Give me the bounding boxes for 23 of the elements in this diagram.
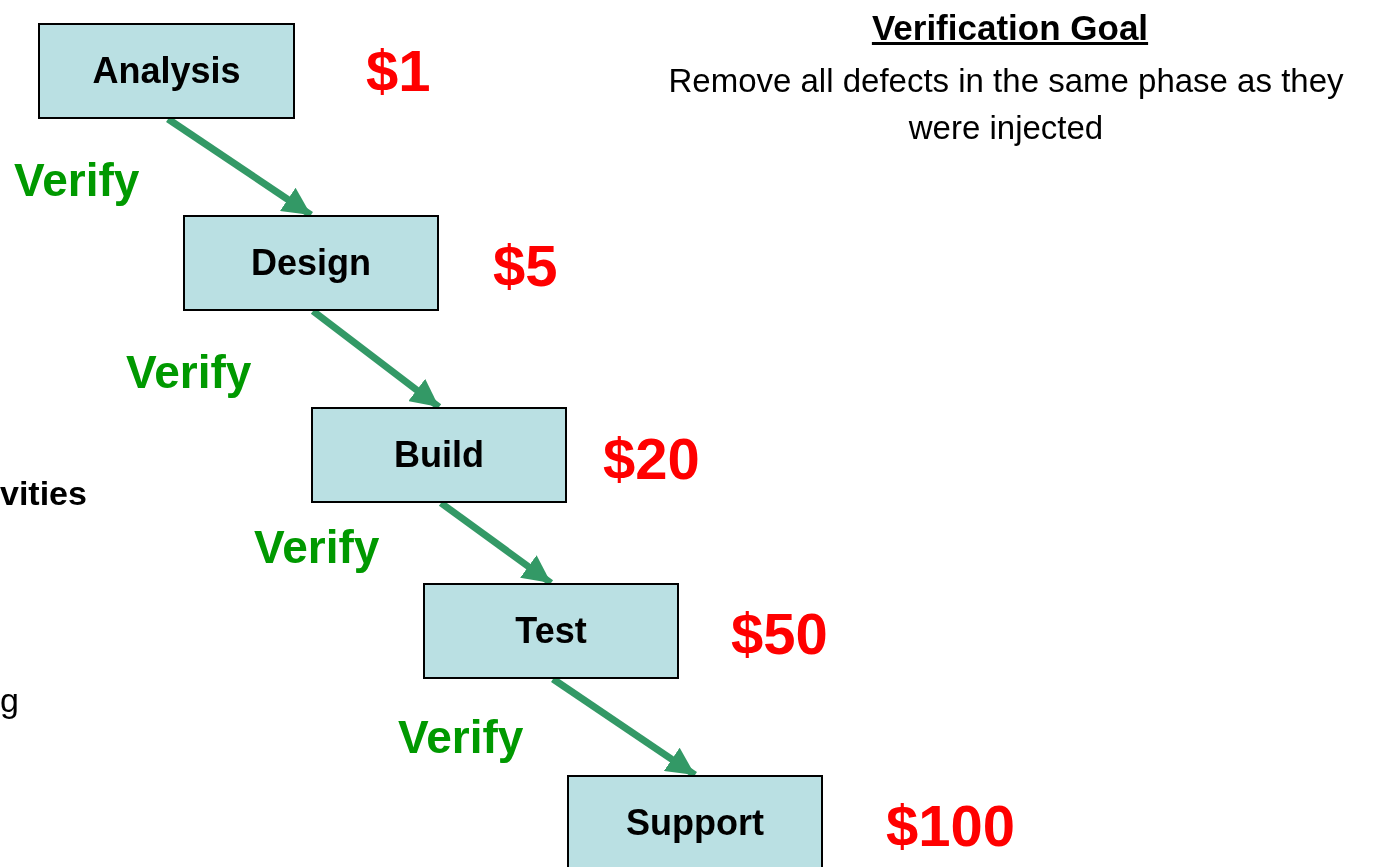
note-text: g [0,680,20,721]
phase-box [311,407,567,503]
phase-label: Support [626,802,764,844]
cost-label: $100 [886,791,1016,859]
phase-box [183,215,439,311]
cost-label: $1 [366,36,431,104]
note-text: Remove all defects in the same phase as they were injected [667,61,1345,148]
phase-box [567,775,823,867]
phase-label: Design [251,242,371,284]
edge-label: Verify [254,520,380,574]
phase-label: Test [515,610,587,652]
phase-label: Build [394,434,484,476]
edge-label: Verify [398,710,524,764]
cost-label: $20 [603,424,700,492]
heading: Verification Goal [870,8,1150,48]
phase-label: Analysis [92,50,241,92]
cost-label: $5 [493,231,558,299]
edge-label: Verify [14,153,140,207]
edge-label: Verify [126,345,252,399]
note-text: vities [0,473,88,514]
cost-label: $50 [731,599,828,667]
phase-box [38,23,295,119]
phase-box [423,583,679,679]
